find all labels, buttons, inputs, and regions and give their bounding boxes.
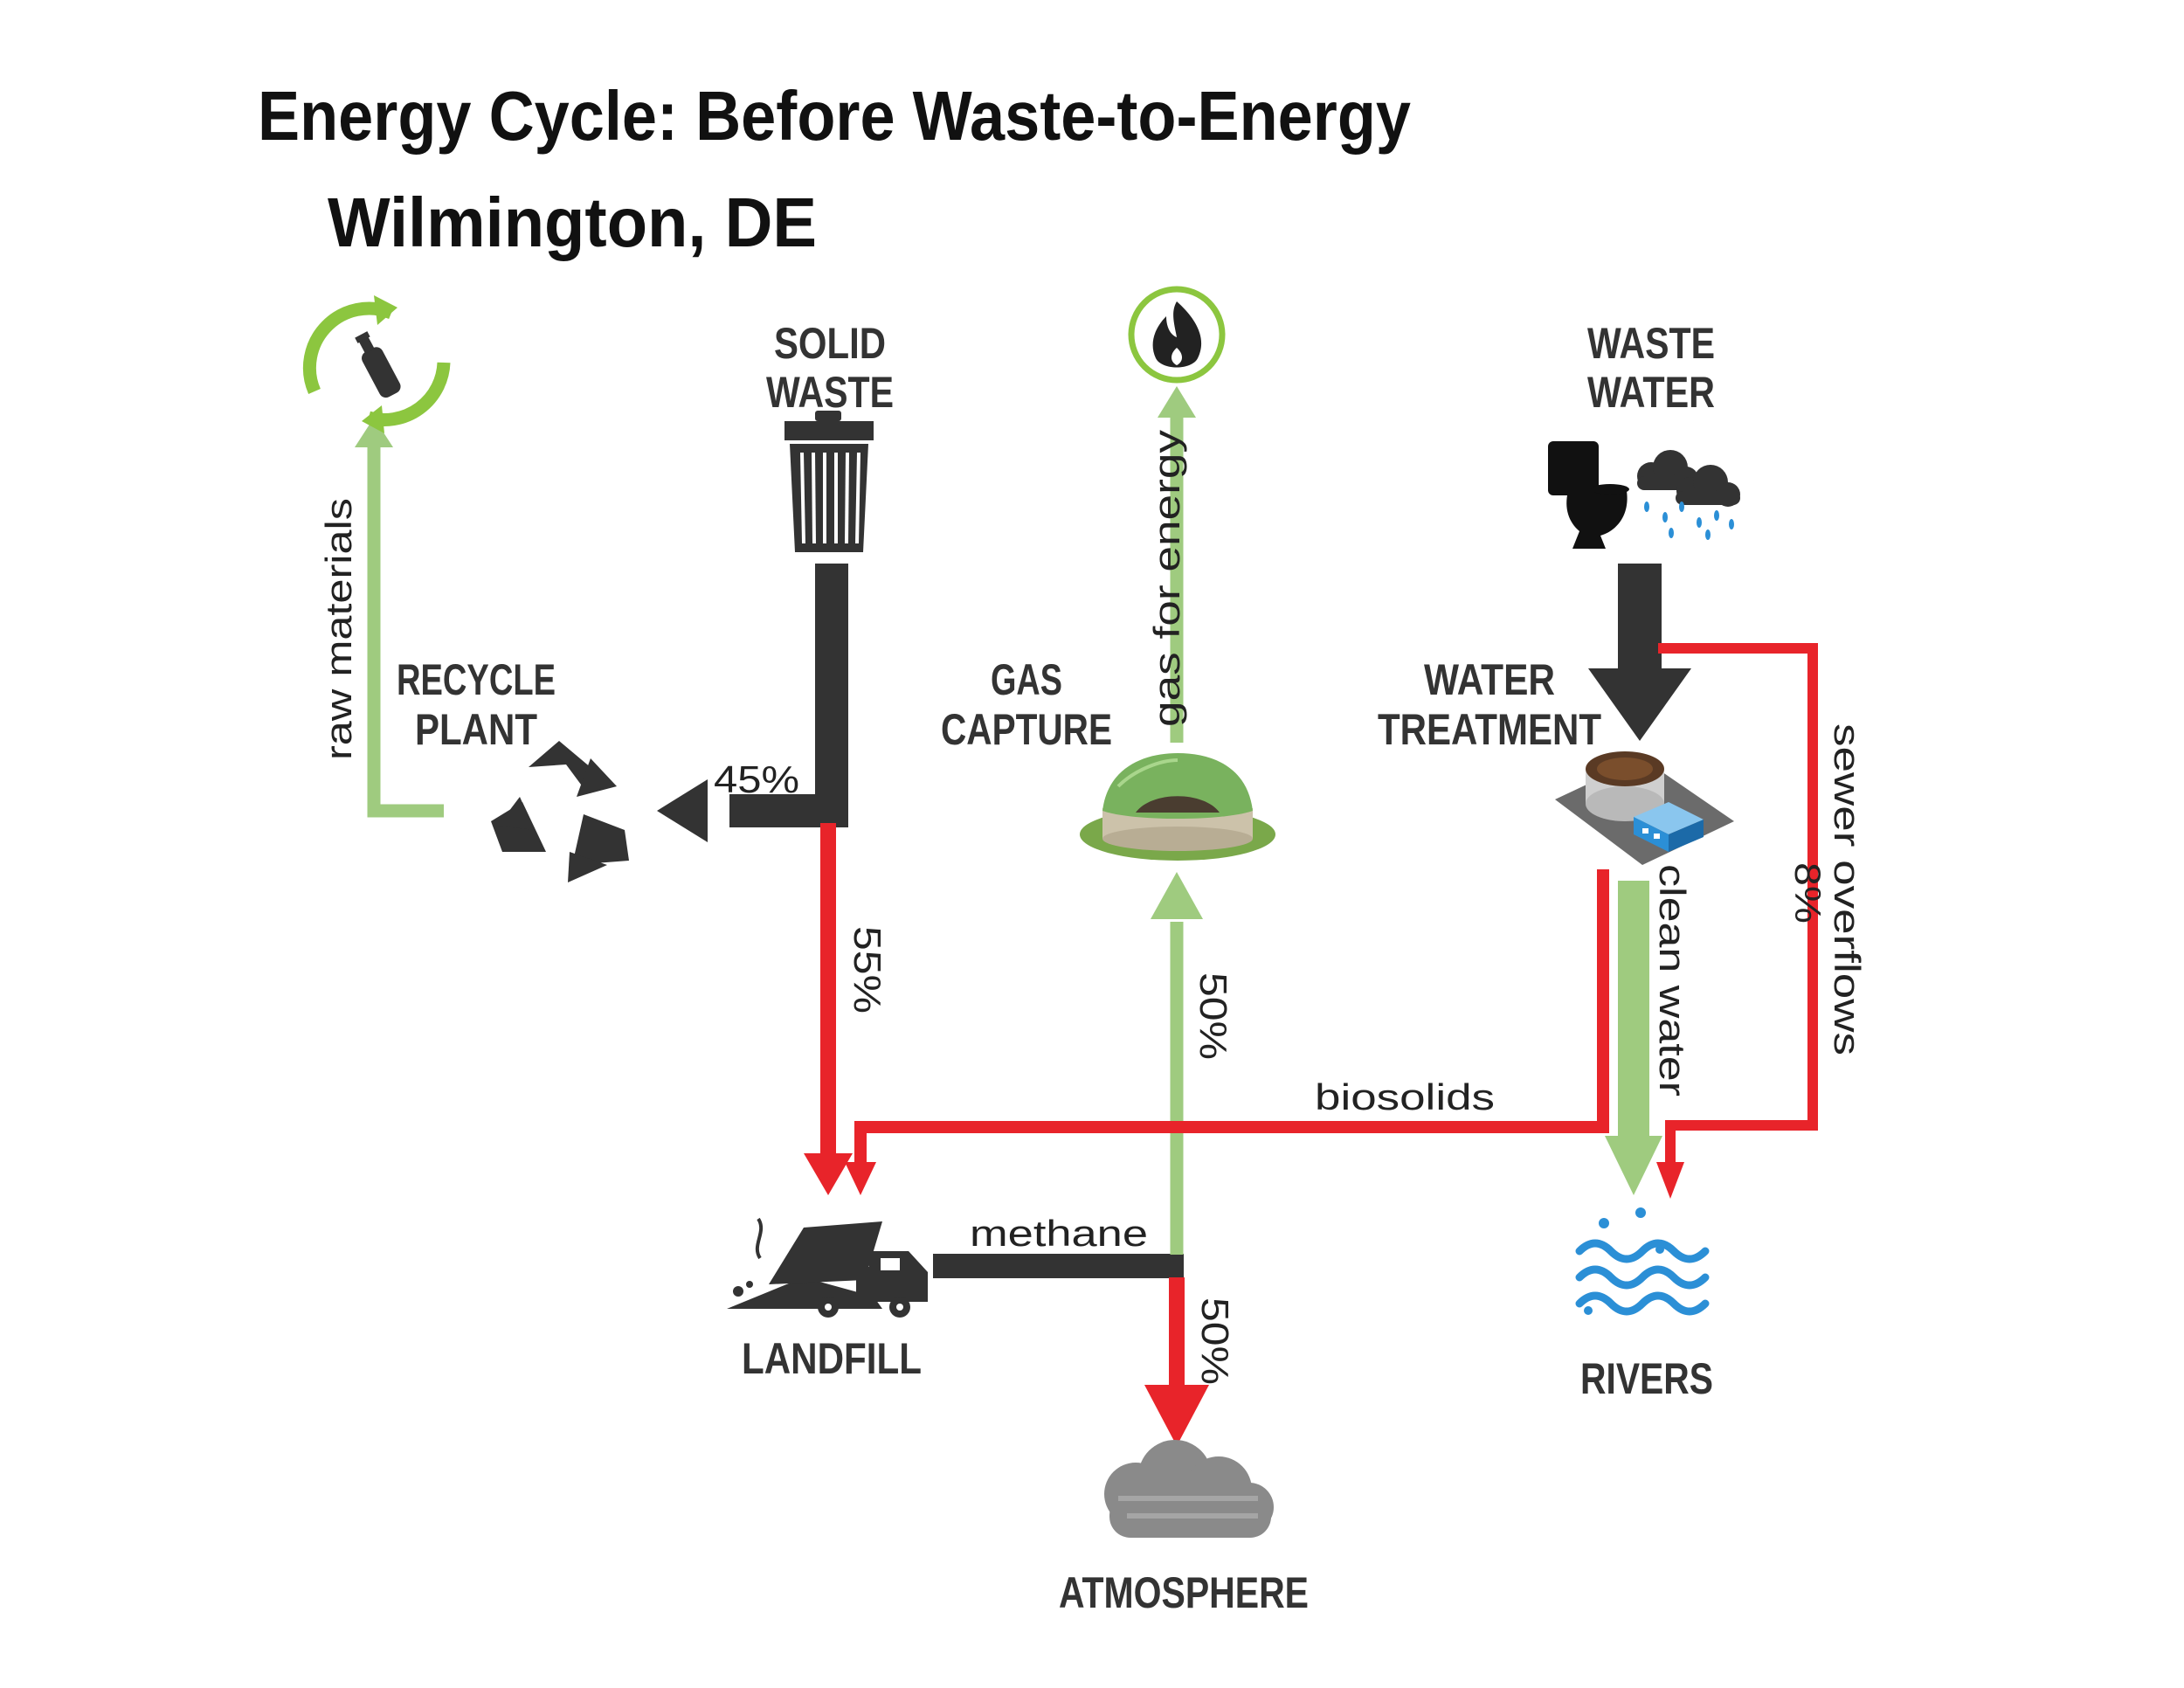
recycle-plant-label-line1: RECYCLE [397, 655, 556, 704]
raw-materials-arrow [367, 441, 444, 818]
recycle-symbol-icon [491, 741, 629, 882]
rivers-label: RIVERS [1580, 1354, 1713, 1403]
atmosphere-label: ATMOSPHERE [1059, 1568, 1309, 1617]
raw-materials-arrowhead [355, 418, 393, 447]
methane-label: methane [970, 1213, 1148, 1254]
flame-icon [1128, 286, 1226, 384]
gas-for-energy-label: gas for energy [1146, 430, 1187, 727]
water-treatment-label-line1: WATER [1424, 655, 1555, 704]
solid-waste-to-recycle-arrowhead [657, 779, 708, 842]
smog-cloud-icon [1104, 1440, 1274, 1538]
sewer-overflows-label: sewer overflows [1827, 723, 1868, 1055]
waste-water-label-line2: WATER [1587, 368, 1715, 417]
gas-capture-label-line2: CAPTURE [941, 705, 1112, 754]
biogas-dome-icon [1080, 753, 1275, 861]
landfill-label: LANDFILL [742, 1334, 922, 1383]
gas-for-energy-arrowhead [1158, 386, 1196, 418]
sewer-overflows-arrowhead [1656, 1162, 1684, 1199]
page-subtitle: Wilmington, DE [328, 183, 817, 261]
waste-water-to-treatment-arrowhead [1588, 668, 1691, 741]
landfill-percent-label: 55% [846, 926, 888, 1013]
page-title: Energy Cycle: Before Waste-to-Energy [258, 77, 1411, 155]
biosolids-label: biosolids [1315, 1076, 1495, 1117]
sewer-percent-label: 8% [1787, 862, 1828, 924]
raw-materials-label: raw materials [318, 498, 359, 760]
gas-capture-label-line1: GAS [991, 655, 1062, 704]
treatment-plant-icon [1555, 751, 1734, 865]
trash-can-icon [784, 411, 874, 552]
atmosphere-percent-label: 50% [1193, 1297, 1236, 1385]
biosolids-arrow [854, 869, 1609, 1162]
gas-capture-percent-label: 50% [1192, 972, 1234, 1060]
clean-water-label: clean water [1652, 864, 1693, 1097]
recycle-percent-label: 45% [714, 758, 799, 801]
water-waves-icon [1575, 1207, 1710, 1316]
methane-to-atmosphere-arrowhead [1144, 1385, 1209, 1446]
flow-arrows [355, 386, 1818, 1446]
clean-water-arrowhead [1605, 1136, 1662, 1195]
solid-waste-to-recycle-arrow [729, 564, 848, 827]
solid-waste-to-landfill-arrowhead [804, 1153, 853, 1195]
recycled-bottle-icon [302, 295, 451, 433]
dump-truck-icon [727, 1217, 928, 1318]
recycle-plant-label-line2: PLANT [415, 705, 537, 754]
sewer-overflows-arrow [1658, 643, 1818, 1162]
toilet-rain-icon [1548, 441, 1740, 549]
solid-waste-label-line2: WASTE [766, 368, 894, 417]
solid-waste-label-line1: SOLID [774, 319, 886, 368]
waste-water-label-line1: WASTE [1587, 319, 1715, 368]
methane-to-gas-capture-arrowhead [1151, 872, 1203, 919]
biosolids-arrowhead [845, 1162, 876, 1195]
water-treatment-label-line2: TREATMENT [1378, 705, 1601, 754]
